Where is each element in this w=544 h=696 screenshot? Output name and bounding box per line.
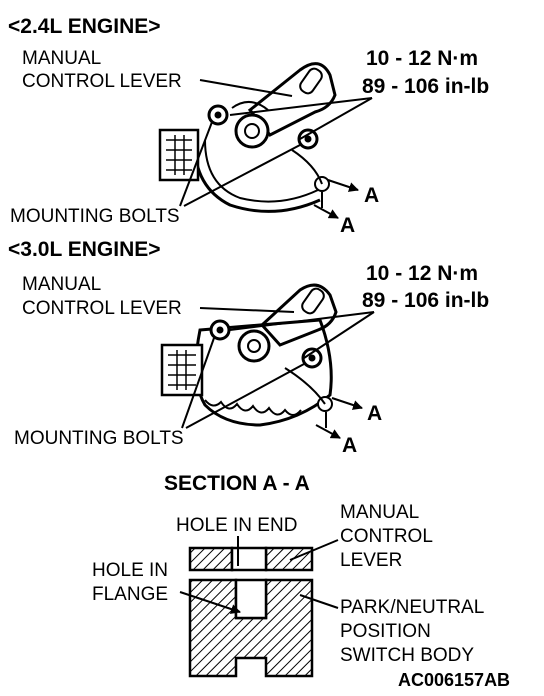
park-neutral-label: PARK/NEUTRAL bbox=[340, 597, 484, 618]
torque-leader-top-2 bbox=[299, 97, 373, 140]
figure-code: AC006157AB bbox=[398, 670, 510, 690]
lever-leader-top bbox=[199, 79, 293, 97]
section-arrow-top-2 bbox=[313, 204, 339, 219]
section-mark-middle-2: A bbox=[342, 434, 357, 457]
torque-nm-top: 10 - 12 N·m bbox=[366, 47, 478, 70]
heading-2-4-engine: <2.4L ENGINE> bbox=[8, 15, 161, 38]
lever-slot-top bbox=[299, 67, 323, 95]
hole-in-end-label: HOLE IN END bbox=[176, 515, 297, 536]
manual-label-middle: MANUAL bbox=[22, 274, 101, 295]
switch-drawing-top bbox=[158, 62, 337, 213]
torque-leader-middle-2 bbox=[303, 311, 375, 359]
hole-in-flange-leader bbox=[179, 591, 241, 614]
section-mark-top-2: A bbox=[340, 214, 355, 237]
lever-leader-middle bbox=[199, 307, 295, 313]
connector-middle bbox=[160, 343, 204, 397]
engine-2-4-section: <2.4L ENGINE> MANUAL CONTROL LEVER 10 - … bbox=[8, 15, 489, 237]
manual-control-lever-middle bbox=[259, 283, 338, 347]
switch-body-inner-top bbox=[204, 139, 319, 203]
switch-body-label: SWITCH BODY bbox=[340, 645, 474, 666]
control-label-section: CONTROL bbox=[340, 526, 433, 547]
bolts-leader-middle-1 bbox=[181, 337, 215, 429]
manual-label-section: MANUAL bbox=[340, 502, 419, 523]
bolts-leader-middle-2 bbox=[185, 363, 305, 429]
bolts-leader-top-1 bbox=[179, 121, 213, 207]
section-arrow-middle-1 bbox=[331, 397, 363, 410]
lever-slot-middle bbox=[301, 287, 325, 315]
lever-label-section: LEVER bbox=[340, 550, 402, 571]
section-a-a: SECTION A - A HOLE IN END HOLE IN FLANGE… bbox=[92, 472, 484, 678]
torque-inlb-top: 89 - 106 in-lb bbox=[362, 75, 489, 98]
section-title: SECTION A - A bbox=[164, 472, 310, 495]
heading-3-0-engine: <3.0L ENGINE> bbox=[8, 238, 161, 261]
section-mark-top-1: A bbox=[364, 184, 379, 207]
section-arrow-top-1 bbox=[327, 179, 359, 192]
torque-leader-top-1 bbox=[229, 97, 373, 116]
manual-label-top: MANUAL bbox=[22, 48, 101, 69]
lever-section-leader bbox=[289, 539, 339, 561]
mounting-bolts-label-top: MOUNTING BOLTS bbox=[10, 206, 180, 227]
hole-in-flange bbox=[234, 578, 268, 620]
switch-drawing-middle bbox=[160, 283, 338, 427]
connector-top bbox=[158, 128, 200, 182]
hole-in-label: HOLE IN bbox=[92, 560, 168, 581]
position-label: POSITION bbox=[340, 621, 431, 642]
torque-leader-middle-1 bbox=[229, 311, 375, 331]
bolts-leader-top-2 bbox=[183, 144, 301, 207]
section-mark-middle-1: A bbox=[367, 402, 382, 425]
manual-control-lever-top bbox=[247, 62, 337, 137]
torque-nm-middle: 10 - 12 N·m bbox=[366, 262, 478, 285]
section-arrow-middle-2 bbox=[315, 424, 341, 439]
lever-cross-section bbox=[188, 546, 314, 572]
engine-3-0-section: <3.0L ENGINE> MANUAL CONTROL LEVER 10 - … bbox=[8, 238, 489, 457]
control-lever-label-top: CONTROL LEVER bbox=[22, 71, 182, 92]
body-section-leader bbox=[299, 594, 339, 609]
control-lever-label-middle: CONTROL LEVER bbox=[22, 298, 182, 319]
hole-in-end bbox=[230, 546, 268, 572]
torque-inlb-middle: 89 - 106 in-lb bbox=[362, 289, 489, 312]
mounting-bolts-label-middle: MOUNTING BOLTS bbox=[14, 428, 184, 449]
flange-label: FLANGE bbox=[92, 584, 168, 605]
